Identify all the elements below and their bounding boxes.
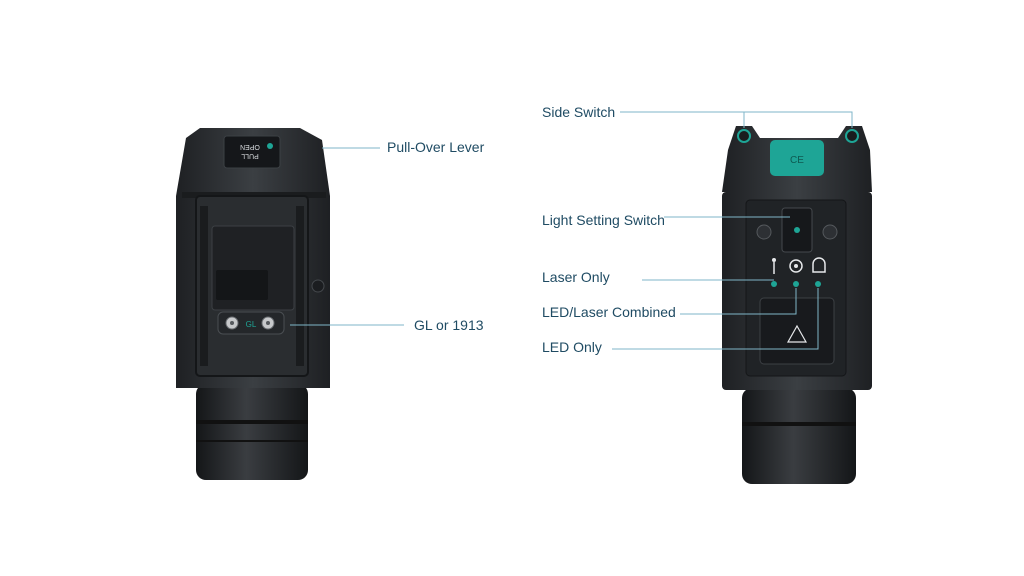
position-dot-laser (771, 281, 777, 287)
left-head (196, 384, 308, 480)
callout-side-switch: Side Switch (542, 104, 616, 120)
leader-led-only (612, 288, 819, 350)
led-laser-icon (789, 259, 803, 273)
callout-light-setting-switch: Light Setting Switch (542, 212, 665, 228)
callout-pull-over-lever: Pull-Over Lever (387, 139, 485, 155)
left-flashlight: PULL OPEN GL (176, 128, 330, 480)
battery-compartment (759, 297, 835, 365)
led-icon (812, 257, 826, 273)
callout-led-only: LED Only (542, 339, 602, 355)
switch-marking: CE (790, 155, 804, 166)
tab-text-line2: OPEN (240, 143, 260, 150)
position-dot-led (815, 281, 821, 287)
mount-marker: GL (246, 320, 257, 329)
right-head (742, 388, 856, 484)
pull-over-lever-tab[interactable] (223, 135, 281, 169)
callout-led-laser-combined: LED/Laser Combined (542, 304, 676, 320)
leader-side-switch (620, 111, 853, 128)
leader-led-laser-combined (680, 288, 797, 315)
teal-switch-button[interactable] (770, 140, 824, 176)
laser-icon (772, 258, 776, 274)
tab-text-line1: PULL (241, 152, 259, 159)
callout-gl-or-1913: GL or 1913 (414, 317, 484, 333)
side-switch-right[interactable] (845, 129, 859, 143)
position-dot-combined (793, 281, 799, 287)
side-switch-left[interactable] (737, 129, 751, 143)
callout-laser-only: Laser Only (542, 269, 610, 285)
right-flashlight: CE (722, 126, 872, 484)
